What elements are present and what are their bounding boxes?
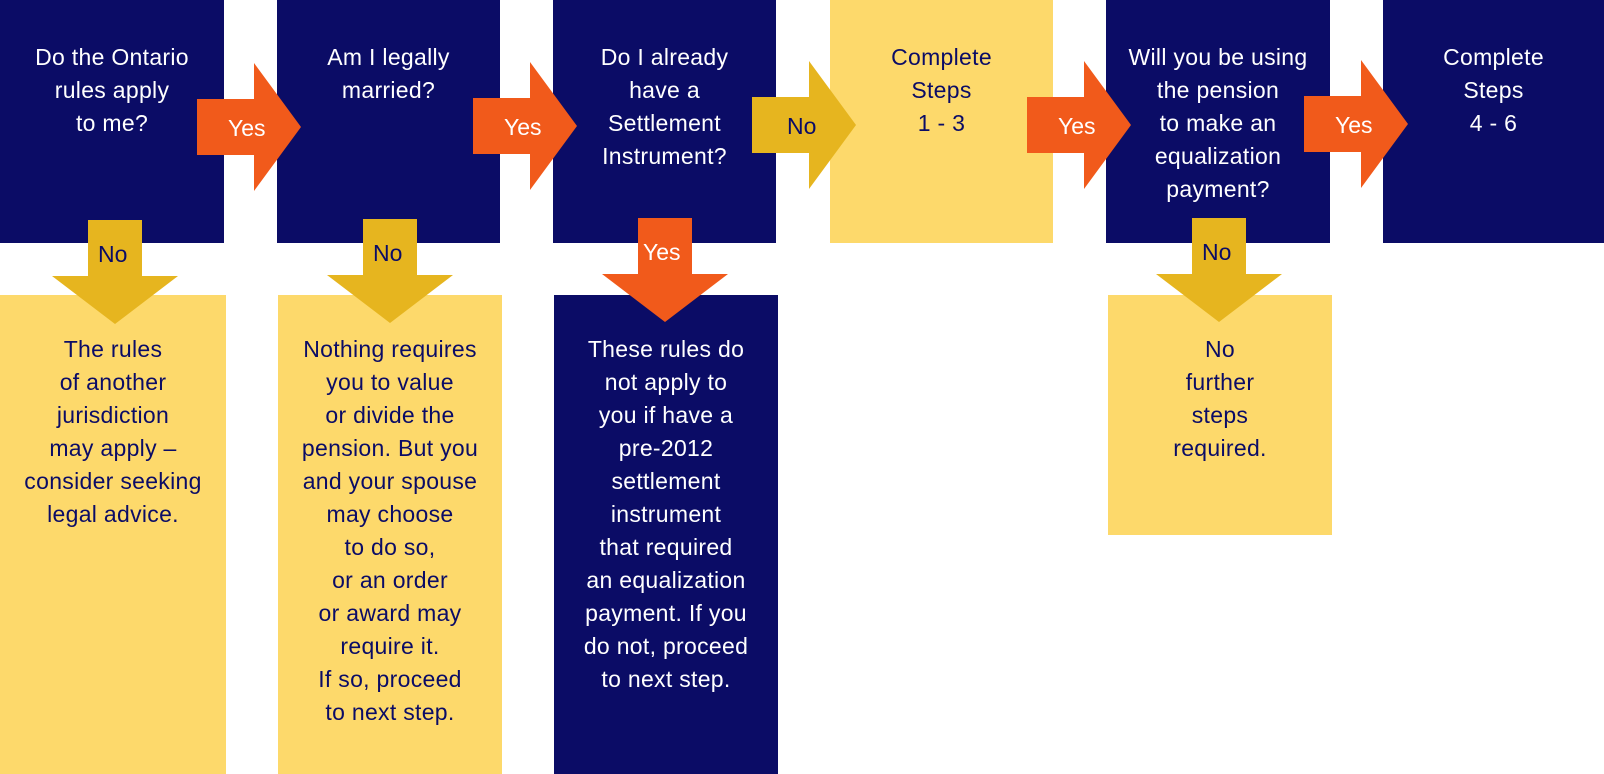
question-equalization-payment: Will you be using the pension to make an… [1106, 0, 1330, 243]
arrow-right-yes-2: Yes [473, 62, 577, 190]
arrow-right-no-3-shape [752, 61, 856, 189]
question-ontario-rules: Do the Ontario rules apply to me? [0, 0, 224, 243]
arrow-down-no-2: No [327, 219, 453, 323]
question-settlement-instrument-text: Do I already have a Settlement Instrumen… [600, 44, 729, 169]
arrow-right-yes-2-label: Yes [504, 114, 542, 140]
arrow-down-no-4-shape [1156, 218, 1282, 322]
arrow-down-no-4: No [1156, 218, 1282, 322]
arrow-right-yes-4-label: Yes [1058, 113, 1096, 139]
arrow-down-no-1-label: No [98, 241, 128, 267]
arrow-down-yes-3-label: Yes [643, 239, 681, 265]
outcome-rules-do-not-apply-text: These rules do not apply to you if have … [583, 336, 749, 692]
complete-steps-4-6: Complete Steps 4 - 6 [1383, 0, 1604, 243]
arrow-right-yes-5: Yes [1304, 60, 1408, 188]
arrow-right-yes-1: Yes [197, 63, 301, 191]
arrow-down-no-2-label: No [373, 240, 403, 266]
arrow-right-yes-5-shape [1304, 60, 1408, 188]
outcome-nothing-requires: Nothing requires you to value or divide … [278, 295, 502, 774]
outcome-rules-do-not-apply: These rules do not apply to you if have … [554, 295, 778, 774]
outcome-other-jurisdiction-text: The rules of another jurisdiction may ap… [24, 336, 202, 527]
outcome-no-further-steps-text: No further steps required. [1173, 336, 1267, 461]
arrow-right-yes-4: Yes [1027, 61, 1131, 189]
question-legally-married-text: Am I legally married? [327, 44, 450, 103]
arrow-right-yes-1-shape [197, 63, 301, 191]
arrow-right-yes-2-shape [473, 62, 577, 190]
question-settlement-instrument: Do I already have a Settlement Instrumen… [553, 0, 776, 243]
outcome-no-further-steps: No further steps required. [1108, 295, 1332, 535]
outcome-other-jurisdiction: The rules of another jurisdiction may ap… [0, 295, 226, 774]
arrow-down-yes-3-shape [602, 218, 728, 322]
arrow-right-no-3: No [752, 61, 856, 189]
complete-steps-1-3-text: Complete Steps 1 - 3 [891, 44, 992, 136]
arrow-down-no-1: No [52, 220, 178, 324]
question-ontario-rules-text: Do the Ontario rules apply to me? [35, 44, 189, 136]
complete-steps-1-3: Complete Steps 1 - 3 [830, 0, 1053, 243]
question-equalization-payment-text: Will you be using the pension to make an… [1128, 44, 1308, 202]
outcome-nothing-requires-text: Nothing requires you to value or divide … [301, 336, 479, 725]
arrow-right-yes-4-shape [1027, 61, 1131, 189]
arrow-down-no-1-shape [52, 220, 178, 324]
arrow-down-no-4-label: No [1202, 239, 1232, 265]
arrow-right-yes-1-label: Yes [228, 115, 266, 141]
arrow-down-yes-3: Yes [602, 218, 728, 322]
arrow-down-no-2-shape [327, 219, 453, 323]
complete-steps-4-6-text: Complete Steps 4 - 6 [1443, 44, 1544, 136]
question-legally-married: Am I legally married? [277, 0, 500, 243]
arrow-right-yes-5-label: Yes [1335, 112, 1373, 138]
arrow-right-no-3-label: No [787, 113, 817, 139]
